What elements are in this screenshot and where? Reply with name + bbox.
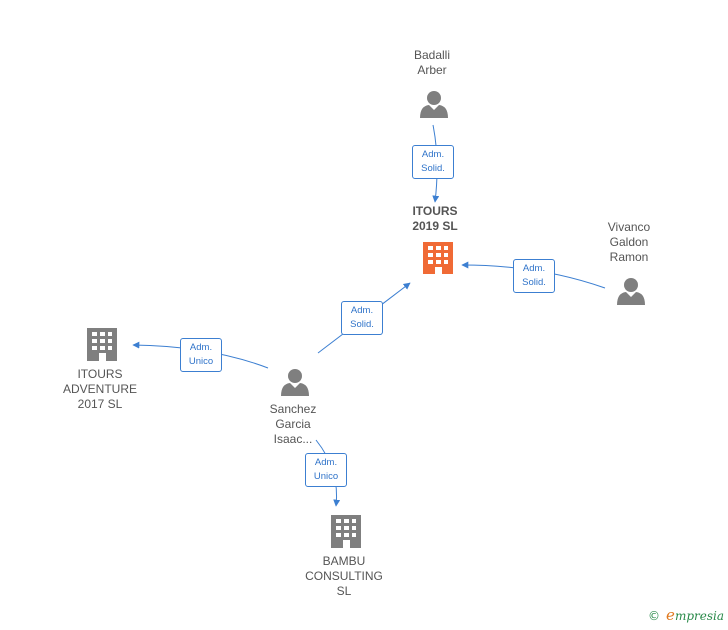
node-sanchez-label[interactable]: Sanchez Garcia Isaac... bbox=[269, 402, 317, 446]
node-badalli-label[interactable]: Badalli Arber bbox=[413, 48, 451, 77]
building-icon bbox=[331, 515, 361, 548]
building-icon bbox=[423, 242, 453, 274]
edge-label-vivanco-itours: Adm. Solid. bbox=[513, 259, 555, 293]
person-icon bbox=[420, 91, 448, 118]
copyright-symbol: © bbox=[648, 609, 661, 623]
edge-label-badalli-itours: Adm. Solid. bbox=[412, 145, 454, 179]
empresia-logo[interactable]: © empresia bbox=[648, 606, 724, 624]
node-itours2019-label[interactable]: ITOURS 2019 SL bbox=[412, 204, 458, 233]
node-itours-adventure-label[interactable]: ITOURS ADVENTURE 2017 SL bbox=[62, 367, 137, 411]
node-bambu-label[interactable]: BAMBU CONSULTING SL bbox=[305, 554, 383, 598]
brand-initial: e bbox=[666, 606, 675, 624]
person-icon bbox=[281, 369, 309, 396]
node-vivanco-label[interactable]: Vivanco Galdon Ramon bbox=[607, 220, 651, 264]
brand-name: mpresia bbox=[674, 609, 724, 623]
building-icon bbox=[87, 328, 117, 361]
person-icon bbox=[617, 278, 645, 305]
edge-label-sanchez-itours: Adm. Solid. bbox=[341, 301, 383, 335]
edge-label-sanchez-bambu: Adm. Unico bbox=[305, 453, 347, 487]
edge-label-sanchez-adventure: Adm. Unico bbox=[180, 338, 222, 372]
